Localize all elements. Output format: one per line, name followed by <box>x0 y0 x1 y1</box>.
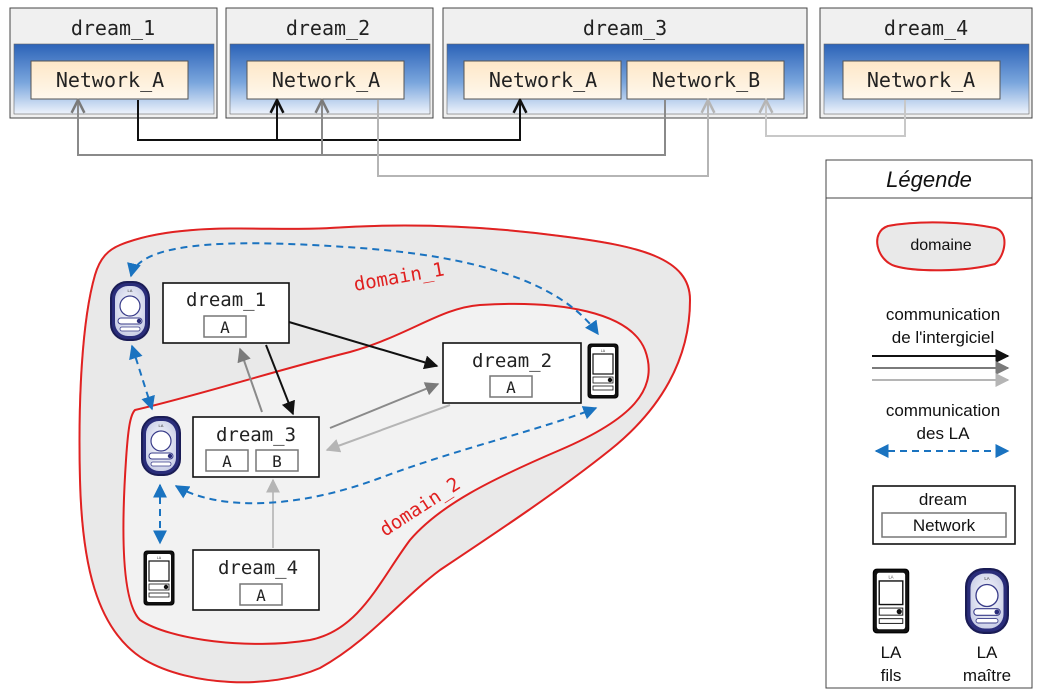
top-network-label: Network_A <box>272 68 380 92</box>
la-master-icon <box>141 415 181 477</box>
node-dream-1: dream_1 A <box>162 282 290 344</box>
legend-middleware-label: communication <box>886 305 1000 324</box>
la-master-icon <box>110 280 150 342</box>
legend-network-label: Network <box>913 516 976 535</box>
top-connections <box>78 100 906 177</box>
legend-la-master-label: LA <box>977 643 998 662</box>
legend: Légende domaine communication de l'inter… <box>825 159 1033 689</box>
legend-title: Légende <box>886 167 972 192</box>
top-network-label: Network_A <box>56 68 164 92</box>
node-title: dream_2 <box>472 350 552 372</box>
node-network: B <box>272 452 282 471</box>
top-dream-title: dream_1 <box>71 16 155 40</box>
top-link-light <box>766 100 906 137</box>
la-child-icon <box>587 343 619 399</box>
top-link-light <box>377 100 708 177</box>
node-network: A <box>220 318 230 337</box>
la-link-master1-child2 <box>127 242 599 336</box>
la-master-icon <box>965 568 1009 634</box>
legend-la-master-label: maître <box>963 666 1011 685</box>
node-dream-4: dream_4 A <box>192 549 320 611</box>
node-title: dream_4 <box>218 557 298 579</box>
la-child-icon <box>872 568 910 634</box>
legend-domain-label: domaine <box>910 237 971 254</box>
legend-network-box <box>881 512 1007 538</box>
top-link-mid <box>78 100 666 156</box>
legend-la-label: communication <box>886 401 1000 420</box>
top-dream-title: dream_3 <box>583 16 667 40</box>
top-link-dark <box>137 100 520 141</box>
node-network: A <box>506 378 516 397</box>
top-dream-box: dream_2 Network_A <box>225 7 434 119</box>
la-child-icon <box>143 550 175 606</box>
legend-middleware-label: de l'intergiciel <box>892 328 994 347</box>
top-network-label: Network_A <box>867 68 975 92</box>
link-dream1-dream3 <box>265 344 295 416</box>
legend-dream-label: dream <box>919 490 967 509</box>
node-network: A <box>256 586 266 605</box>
top-dream-title: dream_4 <box>884 16 968 40</box>
legend-domain-shape <box>876 221 1006 272</box>
link-dream3-dream1 <box>237 347 263 413</box>
top-dream-box: dream_4 Network_A <box>819 7 1033 119</box>
top-dream-box: dream_3 Network_A Network_B <box>442 7 808 119</box>
legend-la-child-label: fils <box>881 666 902 685</box>
legend-la-label: des LA <box>917 424 971 443</box>
node-network: A <box>222 452 232 471</box>
top-dream-box: dream_1 Network_A <box>9 7 218 119</box>
node-title: dream_1 <box>186 289 266 311</box>
top-panel: dream_1 Network_A dream_2 Network_A drea… <box>9 7 1033 177</box>
la-link-master3-child2 <box>174 406 598 505</box>
node-title: dream_3 <box>216 424 296 446</box>
node-dream-2: dream_2 A <box>442 342 582 404</box>
top-network-label: Network_B <box>652 68 760 92</box>
la-arrows <box>127 242 599 545</box>
legend-la-child-label: LA <box>881 643 902 662</box>
node-dream-3: dream_3 A B <box>192 416 320 478</box>
top-dream-title: dream_2 <box>286 16 370 40</box>
top-network-label: Network_A <box>489 68 597 92</box>
